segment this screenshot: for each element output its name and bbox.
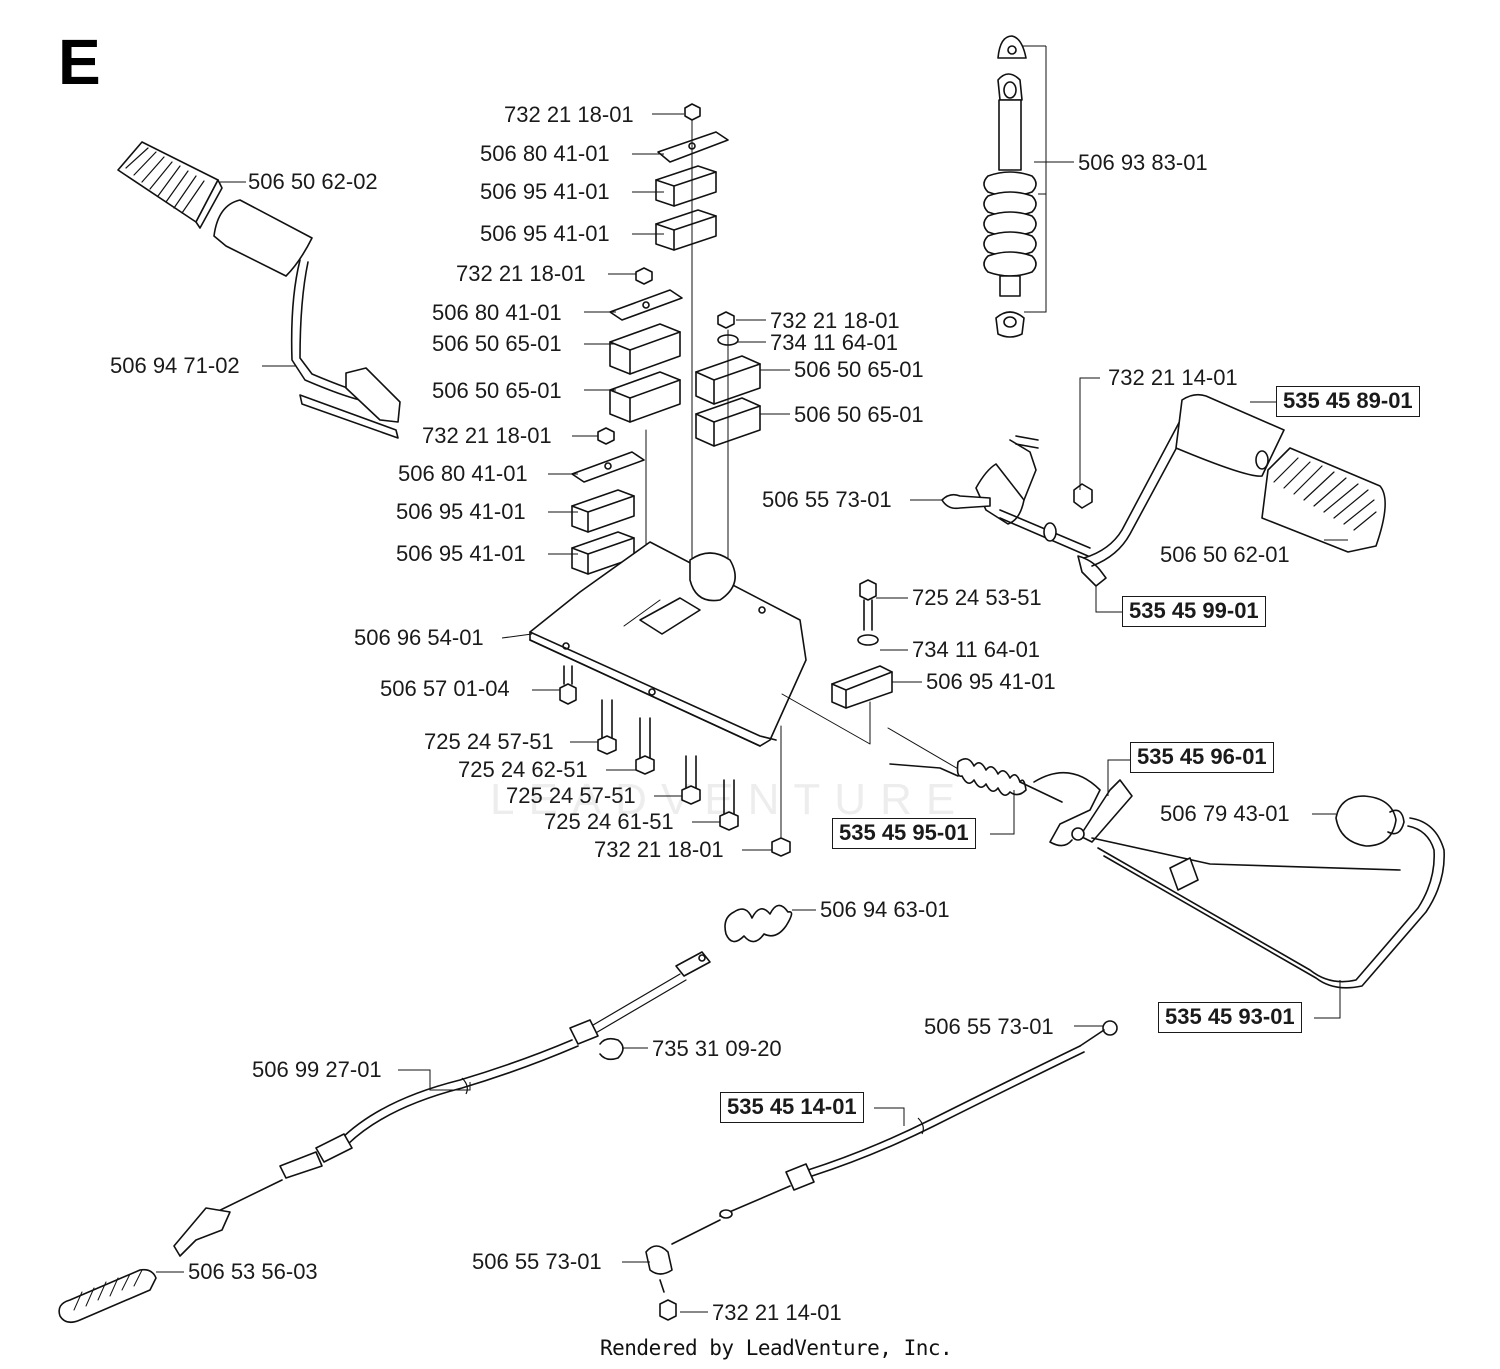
part-callout[interactable]: 732 21 14-01 [1108,365,1238,390]
part-callout[interactable]: 732 21 18-01 [422,423,552,448]
part-callout[interactable]: 506 80 41-01 [398,461,528,486]
part-callout-boxed[interactable]: 535 45 96-01 [1130,742,1274,773]
part-callout[interactable]: 506 50 65-01 [432,331,562,356]
section-letter: E [58,26,101,98]
return-spring-linkage [887,727,1445,989]
part-callout[interactable]: 506 50 62-02 [248,169,378,194]
part-callout[interactable]: 506 95 41-01 [926,669,1056,694]
bracket-stud [781,579,893,745]
block-stack-middle-left [609,267,683,423]
part-callout-boxed[interactable]: 535 45 99-01 [1122,596,1266,627]
part-callout[interactable]: 506 55 73-01 [924,1014,1054,1039]
part-callout-boxed[interactable]: 535 45 14-01 [720,1092,864,1123]
brake-pedal-left [117,141,401,439]
part-callout[interactable]: 506 50 65-01 [794,357,924,382]
part-callout[interactable]: 506 79 43-01 [1160,801,1290,826]
part-callout[interactable]: 506 55 73-01 [472,1249,602,1274]
right-pedal-assembly [941,393,1386,587]
part-callout[interactable]: 725 24 61-51 [544,809,674,834]
cable-lower [645,1020,1118,1321]
part-callout[interactable]: 732 21 18-01 [594,837,724,862]
part-callout[interactable]: 735 31 09-20 [652,1036,782,1061]
bolts-under-plate [559,665,791,857]
part-callout[interactable]: 506 50 65-01 [794,402,924,427]
part-callout[interactable]: 506 94 71-02 [110,353,240,378]
cable-upper [58,904,793,1324]
part-callout[interactable]: 732 21 14-01 [712,1300,842,1325]
part-callout[interactable]: 734 11 64-01 [912,637,1041,662]
part-callout[interactable]: 725 24 57-51 [506,783,636,808]
part-callout[interactable]: 506 57 01-04 [380,676,510,701]
part-callout[interactable]: 725 24 62-51 [458,757,588,782]
part-callout[interactable]: 506 95 41-01 [396,499,526,524]
block-stack-right [695,311,761,447]
part-callout[interactable]: 732 21 18-01 [456,261,586,286]
part-callout[interactable]: 506 95 41-01 [396,541,526,566]
damper-spring [983,35,1037,338]
part-callout[interactable]: 506 80 41-01 [432,300,562,325]
part-callout[interactable]: 725 24 57-51 [424,729,554,754]
part-callout-boxed[interactable]: 535 45 89-01 [1276,386,1420,417]
part-callout[interactable]: 732 21 18-01 [504,102,634,127]
part-callout[interactable]: 506 95 41-01 [480,179,610,204]
block-stack-upper [655,103,729,251]
part-callout[interactable]: 725 24 53-51 [912,585,1042,610]
part-callout-boxed[interactable]: 535 45 95-01 [832,818,976,849]
part-callout[interactable]: 506 80 41-01 [480,141,610,166]
base-plate [529,541,807,747]
block-stack-lower-left [571,427,645,575]
part-callout[interactable]: 506 94 63-01 [820,897,950,922]
part-callout[interactable]: 506 93 83-01 [1078,150,1208,175]
part-callout[interactable]: 506 53 56-03 [188,1259,318,1284]
part-callout-boxed[interactable]: 535 45 93-01 [1158,1002,1302,1033]
part-callout[interactable]: 732 21 18-01 [770,308,900,333]
part-callout[interactable]: 506 50 62-01 [1160,542,1290,567]
part-callout[interactable]: 506 50 65-01 [432,378,562,403]
part-callout[interactable]: 734 11 64-01 [770,330,899,355]
part-callout[interactable]: 506 95 41-01 [480,221,610,246]
part-callout[interactable]: 506 55 73-01 [762,487,892,512]
footer-credit: Rendered by LeadVenture, Inc. [600,1336,953,1360]
part-callout[interactable]: 506 99 27-01 [252,1057,382,1082]
part-callout[interactable]: 506 96 54-01 [354,625,484,650]
